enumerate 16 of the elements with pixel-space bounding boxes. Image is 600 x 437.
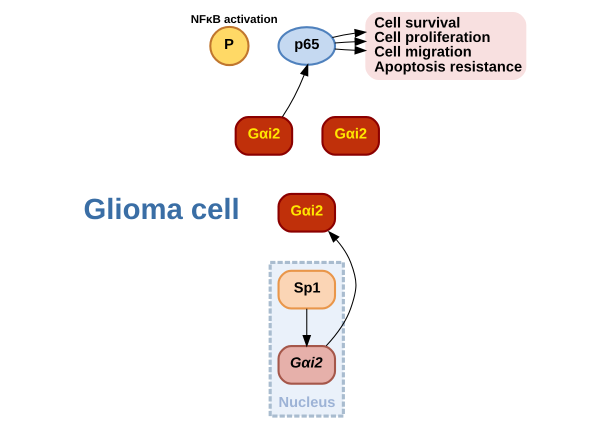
node-box: Gαi2	[277, 192, 336, 233]
arrow	[325, 230, 356, 346]
arrow	[332, 28, 367, 38]
arrow	[282, 63, 308, 118]
node-label: NFκB activation	[190, 14, 278, 26]
node-circle: P	[208, 26, 250, 66]
node-ellipse: p65	[277, 26, 336, 66]
node-box: Cell survival Cell proliferation Cell migration Apoptosis resistance	[364, 12, 526, 80]
node-box: Gαi2	[277, 345, 336, 385]
node-box: Sp1	[277, 270, 336, 310]
node-box: Gαi2	[320, 116, 380, 156]
label: Glioma cell	[83, 194, 240, 226]
node-box: Gαi2	[234, 116, 293, 156]
arrow	[302, 308, 311, 348]
arrow	[334, 37, 367, 46]
arrow	[334, 46, 367, 55]
